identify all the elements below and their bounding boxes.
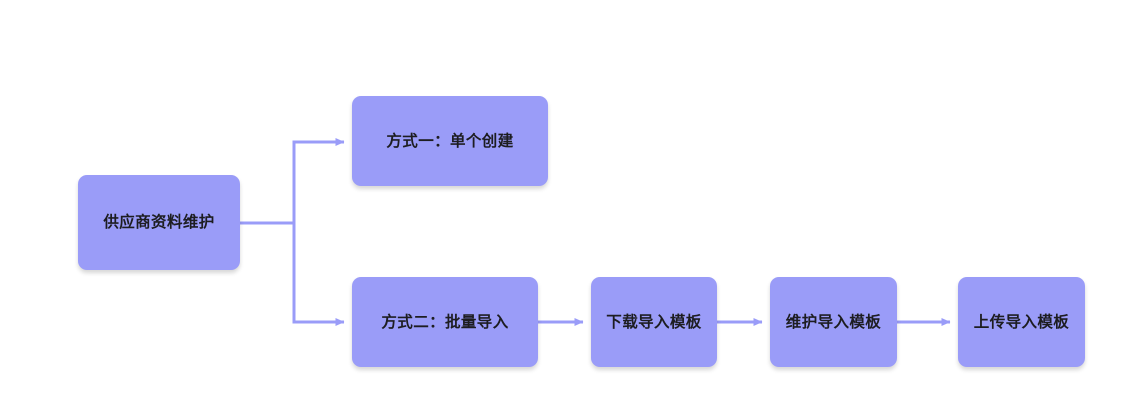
node-method-one-single-create[interactable]: 方式一：单个创建 [352, 96, 548, 186]
node-maintain-import-template[interactable]: 维护导入模板 [770, 277, 897, 367]
node-label: 下载导入模板 [606, 312, 702, 331]
edge-root-to-method-one [292, 138, 345, 223]
node-label: 方式一：单个创建 [386, 131, 514, 150]
node-label: 方式二：批量导入 [381, 312, 509, 331]
node-download-import-template[interactable]: 下载导入模板 [591, 277, 717, 367]
node-upload-import-template[interactable]: 上传导入模板 [958, 277, 1085, 367]
node-method-two-batch-import[interactable]: 方式二：批量导入 [352, 277, 538, 367]
node-supplier-data-maintenance[interactable]: 供应商资料维护 [78, 175, 240, 270]
node-label: 上传导入模板 [973, 312, 1070, 331]
node-label: 维护导入模板 [785, 312, 882, 331]
node-label: 供应商资料维护 [103, 213, 215, 232]
edge-root-to-method-two [292, 223, 345, 326]
